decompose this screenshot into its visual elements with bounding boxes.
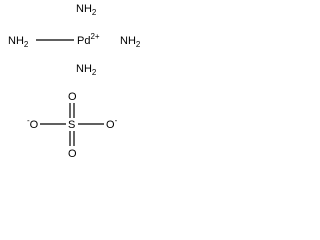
structure-svg: NH2 NH2 Pd2+ NH2 NH2 O S -O O- O bbox=[8, 3, 141, 160]
sulfate-oxygen-bottom: O bbox=[68, 148, 77, 160]
ligand-top-nh2: NH2 bbox=[76, 3, 97, 17]
sulfate-oxygen-top: O bbox=[68, 91, 77, 103]
palladium-atom: Pd2+ bbox=[77, 32, 100, 47]
ligand-bottom-nh2: NH2 bbox=[76, 63, 97, 77]
ligand-left-nh2: NH2 bbox=[8, 35, 29, 49]
sulfate-oxygen-right: O- bbox=[106, 116, 118, 131]
sulfur-atom: S bbox=[68, 119, 75, 131]
ligand-right-nh2: NH2 bbox=[120, 35, 141, 49]
sulfate-oxygen-left: -O bbox=[27, 116, 39, 131]
structure-diagram: NH2 NH2 Pd2+ NH2 NH2 O S -O O- O bbox=[0, 0, 150, 164]
